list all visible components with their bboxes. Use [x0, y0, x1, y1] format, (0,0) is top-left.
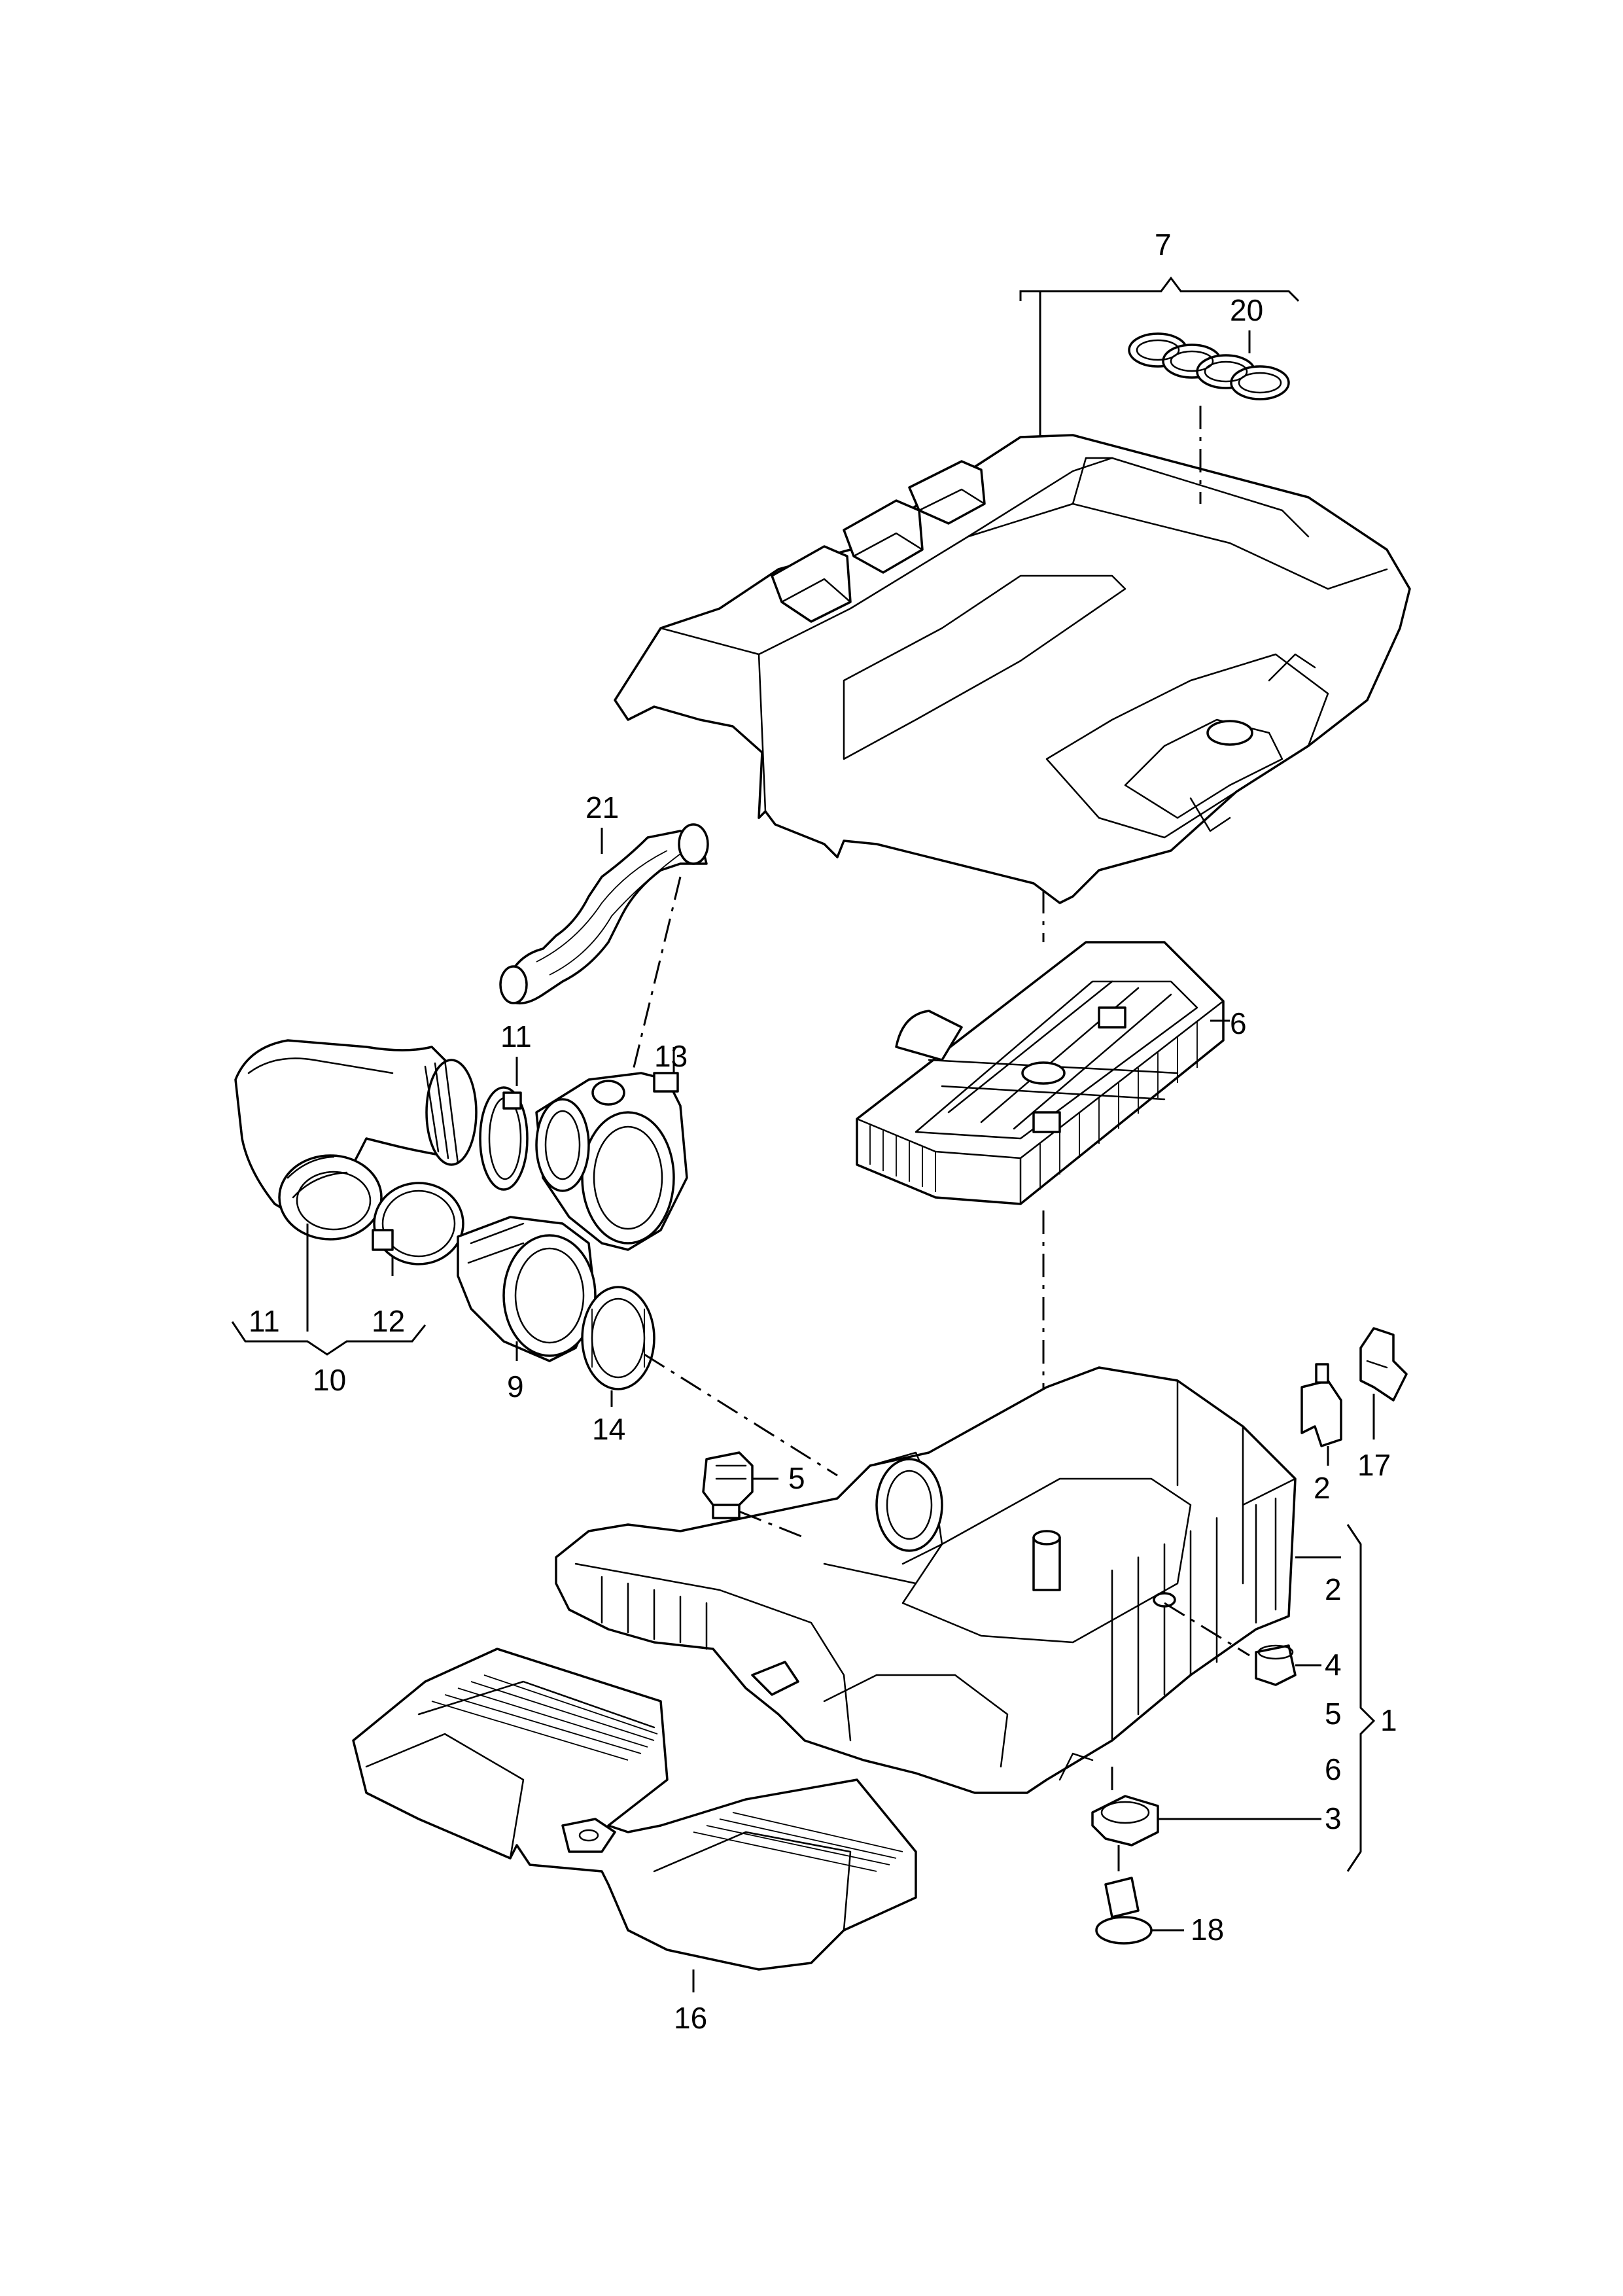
- air-filter-housing: [555, 1366, 1297, 1794]
- callout-6-group: 6: [1325, 1752, 1342, 1786]
- air-inlet-duct: [352, 1648, 917, 1971]
- callout-6: 6: [1230, 1006, 1247, 1040]
- callout-18: 18: [1191, 1913, 1224, 1947]
- callout-16: 16: [674, 2001, 707, 2035]
- mass-air-flow-sensor: [457, 1216, 597, 1362]
- breather-hose: [499, 823, 709, 1005]
- solenoid-valve: [702, 1451, 754, 1519]
- intake-hose: [234, 1039, 478, 1241]
- callout-3: 3: [1325, 1801, 1342, 1835]
- bracket-1: [1346, 1524, 1376, 1872]
- air-filter-element: [856, 941, 1225, 1205]
- callout-21: 21: [585, 790, 619, 824]
- rubber-grommet: [1255, 1644, 1297, 1686]
- callout-5-group: 5: [1325, 1697, 1342, 1731]
- axis-5: [739, 1510, 805, 1539]
- callout-1: 1: [1380, 1703, 1397, 1737]
- axis-14: [644, 1353, 838, 1477]
- hose-clamp-lower: [372, 1182, 464, 1265]
- engine-cover: [614, 434, 1411, 904]
- mounting-bolt: [1095, 1877, 1153, 1945]
- callout-7: 7: [1155, 228, 1172, 262]
- callout-4: 4: [1325, 1648, 1342, 1682]
- retainer-clip: [1300, 1363, 1342, 1447]
- callout-2-group: 2: [1325, 1572, 1342, 1606]
- callout-11-upper: 11: [500, 1019, 532, 1053]
- callout-5: 5: [788, 1461, 805, 1495]
- intake-connector: [535, 1072, 688, 1251]
- axis-4: [1164, 1602, 1250, 1657]
- hose-clamp-upper: [479, 1086, 529, 1191]
- callout-20: 20: [1230, 293, 1263, 327]
- callout-11-lower: 11: [249, 1304, 280, 1338]
- leader-7: [1019, 276, 1300, 302]
- callout-9: 9: [507, 1369, 524, 1404]
- seal-ring: [581, 1286, 655, 1390]
- callout-labels: 7 20 21 6 11 13 11 12 10 9 14 5 2 17 2 4…: [249, 228, 1397, 2035]
- callout-14: 14: [592, 1412, 625, 1446]
- callout-2-clip: 2: [1314, 1471, 1331, 1505]
- callout-12: 12: [372, 1304, 405, 1338]
- callout-13: 13: [654, 1039, 688, 1073]
- bracket-10: [231, 1321, 427, 1356]
- callout-17: 17: [1357, 1448, 1391, 1482]
- callout-10: 10: [313, 1363, 346, 1397]
- mounting-bracket: [1359, 1327, 1408, 1402]
- rubber-damper: [1091, 1795, 1159, 1846]
- emblem-rings: [1128, 332, 1290, 400]
